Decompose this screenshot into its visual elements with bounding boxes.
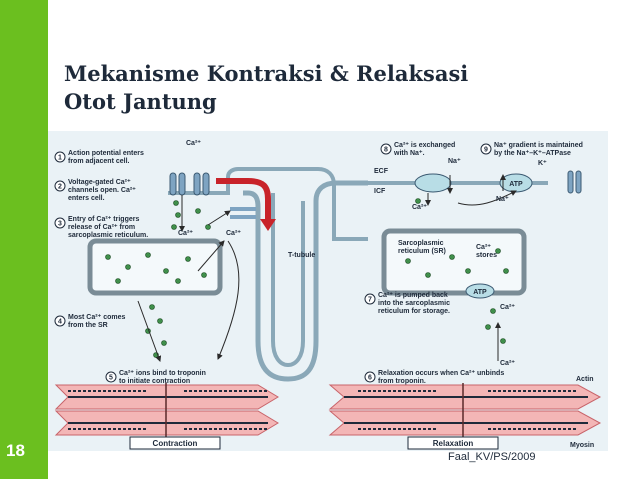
- na-in-label: Na⁺: [448, 158, 461, 165]
- atp-pump-label: ATP: [473, 289, 487, 296]
- step2-line3: enters cell.: [68, 195, 105, 202]
- step2-line1: Voltage-gated Ca²⁺: [68, 179, 131, 186]
- ca-exchanged-label: Ca²⁺: [412, 204, 427, 211]
- sr-right-line1: Sarcoplasmic: [398, 240, 444, 247]
- relaxation-box: [407, 436, 499, 450]
- cardiac-muscle-diagram: ATP ATP: [48, 131, 608, 451]
- ca-stores-line2: stores: [476, 252, 497, 259]
- step7-line1: Ca²⁺ is pumped back: [378, 292, 448, 299]
- k-label: K⁺: [538, 160, 547, 167]
- icf-label: ICF: [374, 188, 386, 195]
- step2-line2: channels open. Ca²⁺: [68, 187, 136, 194]
- svg-text:6: 6: [368, 375, 372, 382]
- step3-line3: sarcoplasmic reticulum.: [68, 232, 148, 239]
- svg-text:1: 1: [58, 155, 62, 162]
- step5-line2: to initiate contraction: [119, 378, 190, 385]
- slide-bullet-marker: [40, 140, 50, 156]
- relaxation-label: Relaxation: [433, 439, 474, 448]
- svg-text:3: 3: [58, 221, 62, 228]
- slide-title: Mekanisme Kontraksi & Relaksasi Otot Jan…: [64, 60, 468, 116]
- step7-line3: reticulum for storage.: [378, 308, 450, 315]
- ecf-label: ECF: [374, 168, 389, 175]
- voltage-gated-ca-channel: [169, 172, 186, 196]
- serca-pump: [465, 283, 495, 299]
- step9-line1: Na⁺ gradient is maintained: [494, 142, 583, 149]
- ca-top-label: Ca²⁺: [186, 140, 201, 147]
- slide-title-line-2: Otot Jantung: [64, 89, 217, 114]
- svg-text:7: 7: [368, 297, 372, 304]
- slide-title-line-1: Mekanisme Kontraksi & Relaksasi: [64, 61, 469, 86]
- ca-label-1: Ca²⁺: [178, 230, 193, 237]
- na-ca-exchanger: [414, 173, 452, 193]
- ca-ions: [105, 198, 509, 358]
- sarcomere-contraction: [54, 383, 279, 437]
- page-number: 18: [6, 441, 25, 460]
- ttubule-label: T-tubule: [288, 252, 315, 259]
- actin-label: Actin: [576, 376, 594, 383]
- step8-line1: Ca²⁺ is exchanged: [394, 142, 455, 149]
- k-channel: [567, 170, 582, 194]
- step3-line1: Entry of Ca²⁺ triggers: [68, 216, 139, 223]
- ttubule-ca-channel: [193, 172, 210, 196]
- myosin-label: Myosin: [570, 442, 594, 449]
- footer-text: Faal_KV/PS/2009: [448, 451, 536, 463]
- step4-line1: Most Ca²⁺ comes: [68, 314, 125, 321]
- sarcoplasmic-reticulum-right: [381, 228, 527, 296]
- contraction-box: [129, 436, 221, 450]
- na-out-label: Na⁺: [496, 196, 509, 203]
- step4-line2: from the SR: [68, 322, 108, 329]
- step9-line2: by the Na⁺–K⁺–ATPase: [494, 150, 571, 157]
- step1-line1: Action potential enters: [68, 150, 144, 157]
- ca-relax-label-1: Ca²⁺: [500, 304, 515, 311]
- sr-right-line2: reticulum (SR): [398, 248, 446, 255]
- left-accent-bar: [0, 0, 48, 479]
- step8-line2: with Na⁺.: [393, 150, 425, 157]
- action-potential-arrow: [216, 178, 271, 223]
- sarcomere-relaxation: [328, 383, 602, 437]
- step7-line2: into the sarcoplasmic: [378, 300, 450, 307]
- ca-relax-label-2: Ca²⁺: [500, 360, 515, 367]
- step1-line2: from adjacent cell.: [68, 158, 130, 165]
- svg-text:5: 5: [109, 375, 113, 382]
- step6-line1: Relaxation occurs when Ca²⁺ unbinds: [378, 370, 504, 377]
- atp-nak-label: ATP: [509, 181, 523, 188]
- ca-stores-line1: Ca²⁺: [476, 244, 491, 251]
- svg-text:9: 9: [484, 147, 488, 154]
- step-numbers: 1 2 3 4 5 6 7 8 9: [58, 147, 488, 382]
- step-markers: [54, 143, 492, 383]
- svg-text:8: 8: [384, 147, 388, 154]
- ca-label-2: Ca²⁺: [226, 230, 241, 237]
- flow-arrows: [137, 174, 517, 362]
- step3-line2: release of Ca²⁺ from: [68, 224, 135, 231]
- action-potential-arrowhead: [260, 219, 276, 231]
- sarcoplasmic-reticulum-left: [87, 238, 223, 296]
- step5-line1: Ca²⁺ ions bind to troponin: [119, 370, 206, 377]
- svg-text:4: 4: [58, 319, 62, 326]
- svg-text:2: 2: [58, 184, 62, 191]
- step6-line2: from troponin.: [378, 378, 426, 385]
- contraction-label: Contraction: [153, 439, 198, 448]
- ryanodine-receptor: [230, 207, 256, 219]
